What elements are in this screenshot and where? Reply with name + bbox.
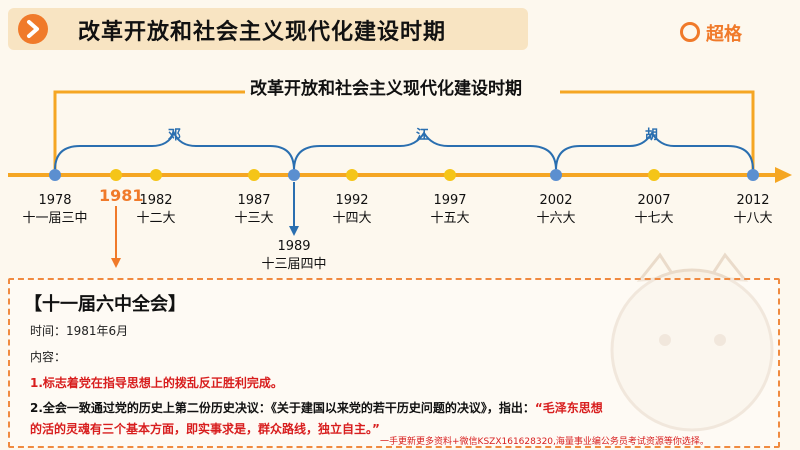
timeline-title: 改革开放和社会主义现代化建设时期 [250,79,522,99]
note-box [8,278,780,448]
timeline-arrowhead [775,167,792,183]
event-year: 2012 [736,193,770,208]
event-label: 十二大 [136,211,176,226]
mascot-watermark [610,252,774,432]
brand-logo: 超格 [680,20,742,46]
event-1982: 1982 十二大 [121,192,191,228]
event-label: 十七大 [634,211,674,226]
event-1978: 1978 十一届三中 [20,192,90,228]
event-label: 十五大 [430,211,470,226]
brand-name: 超格 [706,24,742,45]
footer-note: 一手更新更多资料+微信KSZX161628320,海量事业编公务员考试资源等你选… [380,437,709,447]
event-label: 十六大 [536,211,576,226]
event-year: 1997 [433,193,467,208]
event-label: 十八大 [733,211,773,226]
dot-1987 [248,169,260,181]
event-label: 十三届四中 [261,257,327,272]
event-2002: 2002 十六大 [521,192,591,228]
timeline-graphic [8,90,792,268]
brace-deng [54,130,295,171]
note-point-2-quote-cont: 的活的灵魂有三个基本方面，即实事求是，群众路线，独立自主。” [30,422,380,436]
event-year: 1992 [335,193,369,208]
event-1981-year: 1981 [99,186,144,205]
dot-1982 [150,169,162,181]
note-content-label: 内容： [30,350,67,364]
era-deng: 邓 [168,128,182,143]
event-1992: 1992 十四大 [317,192,387,228]
dot-1992 [346,169,358,181]
event-label: 十三大 [234,211,274,226]
brace-hu [555,131,754,171]
dot-1981 [110,169,122,181]
event-year: 2002 [539,193,573,208]
era-hu: 胡 [645,128,659,143]
note-time: 时间：1981年6月 [30,324,129,338]
brand-g-icon [680,22,700,42]
event-year: 2007 [637,193,671,208]
event-1989: 1989 十三届四中 [254,238,334,274]
event-label: 十四大 [332,211,372,226]
dot-1989 [288,169,300,181]
era-jiang: 江 [416,128,430,143]
dot-1997 [444,169,456,181]
chevron-right-icon [18,14,48,44]
event-1997: 1997 十五大 [415,192,485,228]
event-year: 1987 [237,193,271,208]
dot-2002 [550,169,562,181]
dot-2012 [747,169,759,181]
note-point-2: 2.全会一致通过党的历史上第二份历史决议：《关于建国以来党的若干历史问题的决议》… [30,399,603,416]
event-1987: 1987 十三大 [219,192,289,228]
event-2012: 2012 十八大 [718,192,788,228]
note-point-2-quote: “毛泽东思想 [534,401,603,415]
event-year: 1982 [139,193,173,208]
dot-2007 [648,169,660,181]
event-year: 1978 [38,193,72,208]
event-2007: 2007 十七大 [619,192,689,228]
bracket-right [560,90,755,170]
note-title: 【十一届六中全会】 [24,294,186,315]
dot-1978 [49,169,61,181]
arrow-1989-head [289,226,299,236]
note-point-1: 1.标志着党在指导思想上的拨乱反正胜利完成。 [30,376,283,390]
page-title: 改革开放和社会主义现代化建设时期 [78,20,447,45]
brace-jiang [293,131,557,171]
event-year: 1989 [277,239,311,254]
event-label: 十一届三中 [22,211,88,226]
header-bar [8,8,528,50]
arrow-1981-head [111,258,121,268]
bracket-left [53,90,245,170]
note-point-2-text: 2.全会一致通过党的历史上第二份历史决议：《关于建国以来党的若干历史问题的决议》… [30,401,535,415]
